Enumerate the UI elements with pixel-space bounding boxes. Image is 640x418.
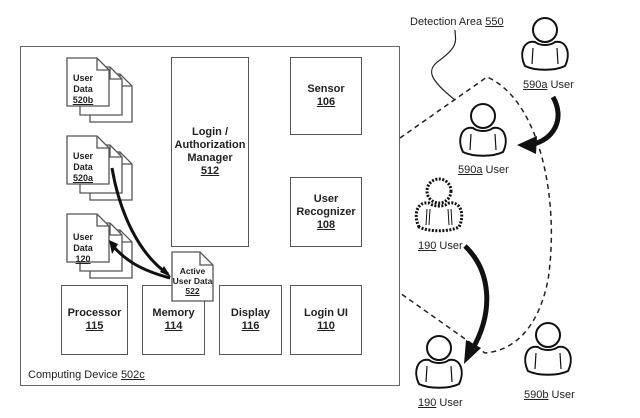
active-user-data-doc xyxy=(171,251,214,302)
user-label-text: User xyxy=(439,397,463,409)
arrowhead-120 xyxy=(109,240,118,254)
user-590b-label: 590b User xyxy=(524,389,575,401)
login-ui-box: Login UI 110 xyxy=(290,285,362,355)
processor-label: Processor xyxy=(67,307,122,319)
active-user-data-label: Active User Data 522 xyxy=(170,266,215,296)
sensor-label: Sensor xyxy=(307,83,345,95)
computing-device-ref: 502c xyxy=(120,369,145,381)
user-recognizer-label-line1: User xyxy=(313,192,339,205)
user-label-text: User xyxy=(485,164,509,176)
user-590a-inside-label: 590a User xyxy=(458,164,509,176)
display-ref: 116 xyxy=(241,320,260,332)
user-ref: 190 xyxy=(418,240,437,252)
detection-area-boundary xyxy=(399,76,553,354)
computing-device-label-text: Computing Device xyxy=(28,369,118,381)
detection-area-label: Detection Area 550 xyxy=(410,16,504,28)
doc-ref: 520a xyxy=(72,173,94,183)
doc-label-text: User Data xyxy=(72,73,93,94)
arrowhead-590a xyxy=(517,136,537,154)
user-190-top-label: 190 User xyxy=(418,240,463,252)
detection-area-label-text: Detection Area xyxy=(410,16,483,28)
login-manager-label-line2: Authorization xyxy=(174,139,246,151)
user-data-520a-label: User Data 520a xyxy=(67,151,99,184)
doc-label-text: User Data xyxy=(72,151,93,172)
user-data-120-label: User Data 120 xyxy=(67,232,99,265)
login-ui-ref: 110 xyxy=(317,320,335,332)
user-ref: 590b xyxy=(524,389,549,401)
sensor-box: Sensor 106 xyxy=(290,57,362,135)
arrow-190-move xyxy=(463,244,490,352)
user-190-bottom-icon xyxy=(415,335,463,389)
user-ref: 590a xyxy=(523,79,548,91)
display-box: Display 116 xyxy=(219,285,282,355)
user-data-520b-label: User Data 520b xyxy=(67,73,99,106)
login-manager-label-line1: Login / xyxy=(191,126,229,138)
user-recognizer-label-line2: Recognizer xyxy=(296,205,356,218)
display-label: Display xyxy=(230,307,271,319)
doc-label-line1: Active xyxy=(179,266,206,276)
user-190-top-icon xyxy=(414,177,464,233)
user-label-text: User xyxy=(550,79,574,91)
computing-device-box xyxy=(20,46,400,386)
login-manager-label-line3: Manager xyxy=(187,152,233,164)
user-190-bottom-label: 190 User xyxy=(418,397,463,409)
login-manager-ref: 512 xyxy=(200,165,220,177)
computing-device-label: Computing Device 502c xyxy=(28,369,145,381)
doc-ref: 120 xyxy=(75,254,91,264)
detection-area-ref: 550 xyxy=(485,16,504,28)
memory-ref: 114 xyxy=(164,320,183,332)
arrow-active-to-120 xyxy=(110,244,171,280)
user-590b-icon xyxy=(524,322,572,376)
user-590a-outside-label: 590a User xyxy=(523,79,574,91)
user-590a-outside-icon xyxy=(521,17,569,71)
processor-ref: 115 xyxy=(85,320,104,332)
user-label-text: User xyxy=(439,240,463,252)
arrow-520a-to-active xyxy=(110,167,169,276)
user-recognizer-ref: 108 xyxy=(316,218,336,231)
doc-ref: 520b xyxy=(72,95,94,105)
doc-label-line2: User Data xyxy=(172,276,213,286)
login-authorization-manager-box: Login / Authorization Manager 512 xyxy=(171,57,249,247)
user-590a-inside-icon xyxy=(459,103,507,157)
user-recognizer-box: User Recognizer 108 xyxy=(290,177,362,247)
user-ref: 590a xyxy=(458,164,483,176)
user-ref: 190 xyxy=(418,397,437,409)
memory-label: Memory xyxy=(152,307,195,319)
doc-ref: 522 xyxy=(185,286,200,296)
login-ui-label: Login UI xyxy=(304,307,348,319)
sensor-ref: 106 xyxy=(316,96,336,108)
arrowhead-190 xyxy=(464,340,481,364)
arrowhead-active xyxy=(160,266,171,277)
user-label-text: User xyxy=(551,389,575,401)
detection-area-leader-line xyxy=(430,29,457,101)
memory-box: Memory 114 xyxy=(142,285,205,355)
doc-label-text: User Data xyxy=(72,232,93,253)
processor-box: Processor 115 xyxy=(61,285,128,355)
